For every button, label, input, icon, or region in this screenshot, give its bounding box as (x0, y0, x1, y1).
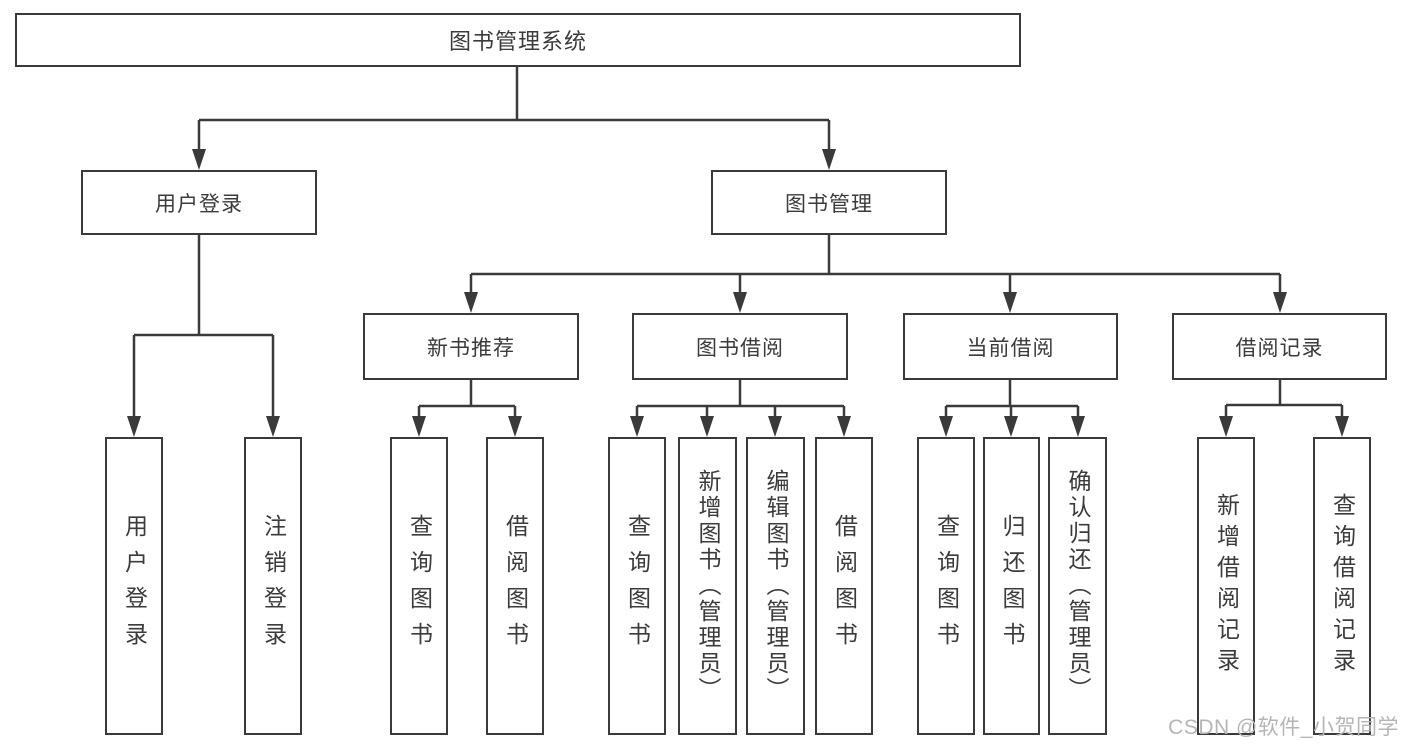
node-borrow-records: 借阅记录 (1172, 313, 1387, 380)
node-current-borrow-label: 当前借阅 (966, 336, 1055, 360)
leaf-cb-confirm-return-admin: 确认归还（管理员） (1048, 437, 1107, 735)
node-book-borrow-label: 图书借阅 (696, 336, 784, 360)
leaf-br-add-record: 新增借阅记录 (1197, 437, 1255, 735)
node-system-root: 图书管理系统 (15, 13, 1021, 67)
leaf-bb-edit-books-admin: 编辑图书（管理员） (746, 437, 805, 735)
leaf-logout-label: 注销登录 (260, 514, 287, 658)
leaf-nbr-query-books-label: 查询图书 (406, 514, 433, 658)
csdn-watermark: CSDN @软件_小贺同学 (1168, 716, 1399, 739)
leaf-bb-add-books-admin: 新增图书（管理员） (678, 437, 737, 735)
leaf-nbr-borrow-books: 借阅图书 (486, 437, 544, 735)
leaf-bb-query-books: 查询图书 (608, 437, 666, 735)
leaf-bb-query-books-label: 查询图书 (624, 514, 651, 658)
leaf-bb-edit-books-admin-label: 编辑图书（管理员） (763, 469, 789, 703)
node-new-book-recommend: 新书推荐 (363, 313, 579, 380)
node-new-book-recommend-label: 新书推荐 (427, 336, 515, 360)
node-user-login: 用户登录 (81, 170, 317, 235)
leaf-nbr-borrow-books-label: 借阅图书 (502, 514, 529, 658)
leaf-cb-query-books-label: 查询图书 (933, 514, 960, 658)
leaf-bb-borrow-books-label: 借阅图书 (831, 514, 858, 658)
node-system-root-label: 图书管理系统 (448, 29, 587, 54)
leaf-user-login: 用户登录 (105, 437, 163, 735)
leaf-br-query-record-label: 查询借阅记录 (1329, 493, 1356, 679)
node-book-management: 图书管理 (711, 170, 947, 235)
leaf-logout: 注销登录 (244, 437, 302, 735)
leaf-cb-confirm-return-admin-label: 确认归还（管理员） (1065, 469, 1091, 703)
node-current-borrow: 当前借阅 (903, 313, 1118, 380)
node-book-borrow: 图书借阅 (632, 313, 848, 380)
leaf-bb-add-books-admin-label: 新增图书（管理员） (695, 469, 721, 703)
node-user-login-label: 用户登录 (155, 192, 243, 216)
leaf-cb-query-books: 查询图书 (917, 437, 975, 735)
leaf-br-add-record-label: 新增借阅记录 (1213, 493, 1240, 679)
leaf-br-query-record: 查询借阅记录 (1313, 437, 1371, 735)
leaf-cb-return-books: 归还图书 (983, 437, 1040, 735)
leaf-cb-return-books-label: 归还图书 (999, 514, 1025, 658)
node-book-management-label: 图书管理 (785, 192, 873, 216)
leaf-user-login-label: 用户登录 (121, 514, 148, 658)
node-borrow-records-label: 借阅记录 (1235, 336, 1324, 360)
leaf-bb-borrow-books: 借阅图书 (815, 437, 873, 735)
leaf-nbr-query-books: 查询图书 (390, 437, 448, 735)
